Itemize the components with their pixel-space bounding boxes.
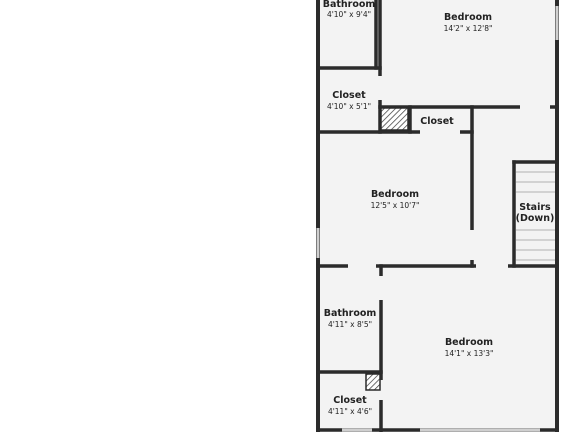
hatched-column-mid: [380, 107, 409, 131]
dims-bedroom-top: 14'2" x 12'8": [444, 24, 493, 33]
label-bedroom-mid: Bedroom: [371, 189, 419, 200]
dims-bathroom-top: 4'10" x 9'4": [327, 10, 371, 19]
label-stairs: Stairs: [519, 202, 551, 213]
stairs-steps: [516, 171, 555, 261]
floor-area: [318, 0, 557, 432]
dims-bedroom-mid: 12'5" x 10'7": [371, 201, 420, 210]
label-bedroom-bottom: Bedroom: [445, 337, 493, 348]
dims-closet-left: 4'10" x 5'1": [327, 102, 371, 111]
label-stairs-down: (Down): [516, 213, 555, 224]
door-openings: [348, 76, 550, 400]
label-bathroom-bottom: Bathroom: [324, 308, 377, 319]
label-closet-left: Closet: [332, 90, 366, 101]
dims-bathroom-bottom: 4'11" x 8'5": [328, 320, 372, 329]
dims-closet-bottom: 4'11" x 4'6": [328, 407, 372, 416]
dims-bedroom-bottom: 14'1" x 13'3": [445, 349, 494, 358]
label-bathroom-top: Bathroom: [323, 0, 376, 10]
hatched-column-bottom: [365, 373, 381, 391]
label-bedroom-top: Bedroom: [444, 12, 492, 23]
outer-walls: [316, 0, 559, 432]
label-closet-bottom: Closet: [333, 395, 367, 406]
label-closet-mid: Closet: [420, 116, 454, 127]
windows: [316, 6, 559, 432]
